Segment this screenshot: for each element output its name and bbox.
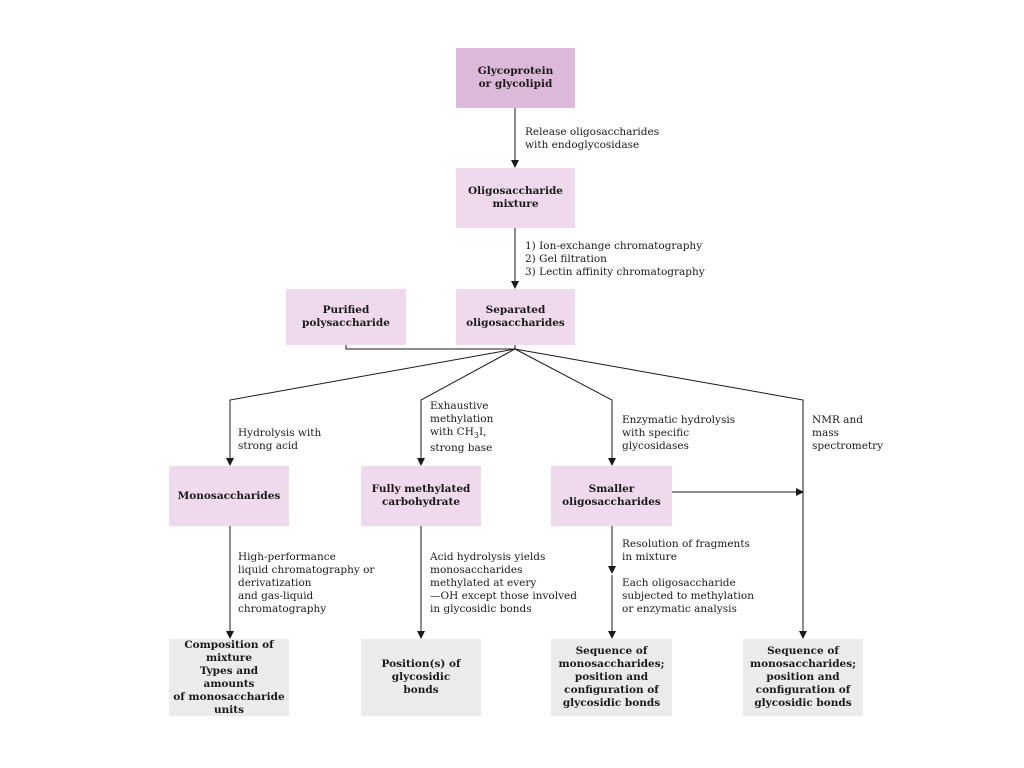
release-label: Release oligosaccharides with endoglycos… xyxy=(525,126,660,151)
hydrolysis-label: Hydrolysis with strong acid xyxy=(238,427,322,452)
methylation-text-2: I, xyxy=(478,426,487,438)
arrow-to-fully-methylated xyxy=(417,348,516,466)
fully-methylated-box: Fully methylated carbohydrate xyxy=(361,466,481,526)
oligosaccharide-mixture-box: Oligosaccharide mixture xyxy=(456,168,575,228)
methylation-label: Exhaustive methylation with CH3I, strong … xyxy=(430,400,493,455)
resolution-label: Resolution of fragments in mixture xyxy=(622,538,750,563)
nmr-label: NMR and mass spectrometry xyxy=(812,414,884,452)
arrow-to-nmr xyxy=(514,348,807,639)
purified-polysaccharide-box: Purified polysaccharide xyxy=(286,289,406,345)
smaller-oligosaccharides-box: Smaller oligosaccharides xyxy=(551,466,672,526)
each-oligosaccharide-label: Each oligosaccharide subjected to methyl… xyxy=(622,577,754,615)
arrow-to-smaller xyxy=(514,348,616,466)
glycoprotein-box: Glycoprotein or glycolipid xyxy=(456,48,575,108)
separation-steps-label: 1) Ion-exchange chromatography 2) Gel fi… xyxy=(525,240,705,278)
positions-box: Position(s) of glycosidic bonds xyxy=(361,639,481,716)
sequence-box-1: Sequence of monosaccharides; position an… xyxy=(551,639,672,716)
sequence-box-2: Sequence of monosaccharides; position an… xyxy=(743,639,863,716)
methylation-text-3: strong base xyxy=(430,442,493,455)
methylation-text-1: Exhaustive methylation with CH xyxy=(430,400,494,438)
acid-hydrolysis-label: Acid hydrolysis yields monosaccharides m… xyxy=(430,551,577,615)
methylation-subscript: 3 xyxy=(473,431,479,441)
separated-oligosaccharides-box: Separated oligosaccharides xyxy=(456,289,575,345)
hplc-label: High-performance liquid chromatography o… xyxy=(238,551,375,615)
enzymatic-label: Enzymatic hydrolysis with specific glyco… xyxy=(622,414,736,452)
arrow-to-monosaccharides xyxy=(226,348,516,466)
composition-box: Composition of mixture Types and amounts… xyxy=(169,639,289,716)
monosaccharides-box: Monosaccharides xyxy=(169,466,289,526)
line-purified-join xyxy=(345,345,515,350)
